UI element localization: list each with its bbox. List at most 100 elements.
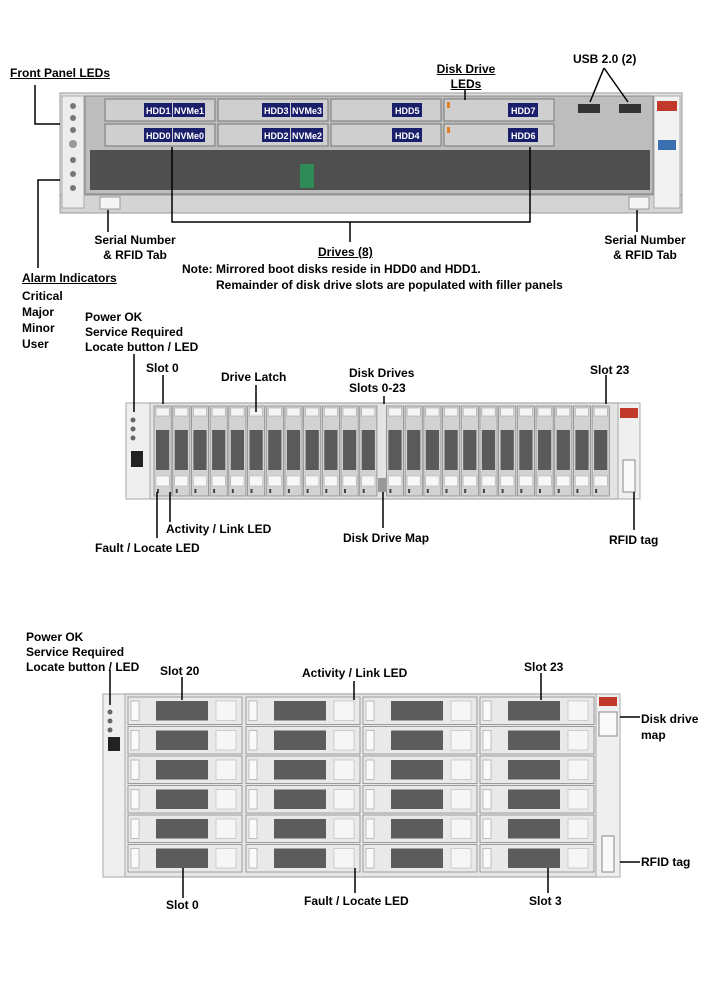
shelf24-slot23-label: Slot 23 bbox=[590, 363, 630, 377]
shelf4u-slot3-label: Slot 3 bbox=[529, 894, 562, 908]
shelf4u-tray-vent bbox=[156, 819, 208, 839]
shelf4u-tray-vent bbox=[391, 848, 443, 868]
plate-hdd3 bbox=[262, 103, 290, 117]
shelf24-carrier-led bbox=[464, 489, 467, 493]
drive-label-hdd4: HDD4 bbox=[395, 131, 420, 141]
shelf24-carrier-led bbox=[287, 489, 290, 493]
shelf4u-fault-label: Fault / Locate LED bbox=[304, 894, 409, 908]
shelf24-carrier-label bbox=[425, 475, 440, 487]
shelf4u-rows bbox=[127, 696, 595, 873]
shelf24-carrier-label bbox=[342, 475, 357, 487]
alarm-indicator-list: Critical Major Minor User bbox=[22, 288, 63, 352]
shelf4u-tray-label bbox=[215, 700, 237, 721]
sun-oracle-logo bbox=[657, 101, 677, 111]
shelf4u-tray-label bbox=[333, 789, 355, 810]
shelf24-carrier-vent bbox=[230, 430, 244, 470]
shelf24-carrier-label bbox=[462, 475, 477, 487]
serial-left-line2: & RFID Tab bbox=[103, 248, 167, 262]
shelf4u-tray-label bbox=[215, 818, 237, 839]
shelf24-carrier-label bbox=[230, 475, 245, 487]
shelf24-carrier-vent bbox=[286, 430, 301, 470]
shelf4u-tray-label bbox=[567, 848, 589, 869]
shelf24-carrier-led bbox=[520, 489, 523, 493]
shelf24-carrier-label bbox=[193, 475, 207, 487]
serial-left-label: Serial Number & RFID Tab bbox=[88, 233, 182, 263]
shelf24-carrier-latch bbox=[406, 407, 421, 417]
shelf24-oracle-logo bbox=[620, 408, 638, 418]
shelf24-carrier-label bbox=[444, 475, 458, 487]
shelf4u-tray-handle bbox=[248, 818, 258, 839]
shelf4u-tray-vent bbox=[156, 701, 208, 721]
shelf24-carrier-latch bbox=[211, 407, 226, 417]
shelf24-carrier-label bbox=[267, 475, 282, 487]
shelf24-carrier-vent bbox=[538, 430, 552, 470]
shelf24-carrier-led bbox=[389, 489, 392, 493]
shelf24-leader-lines bbox=[133, 354, 635, 538]
plate-hdd5 bbox=[392, 103, 422, 117]
shelf24-carrier-latch bbox=[286, 407, 301, 417]
server-leader-lines bbox=[34, 67, 638, 268]
drive-label-hdd7: HDD7 bbox=[511, 106, 536, 116]
alarm-indicators-title: Alarm Indicators bbox=[22, 271, 117, 285]
shelf24-carrier-latch bbox=[305, 407, 320, 417]
shelf24-carrier-vent bbox=[388, 430, 402, 470]
alarm-major: Major bbox=[22, 305, 55, 319]
shelf24-rfid-tag bbox=[622, 459, 636, 493]
shelf4u-tray-label bbox=[450, 848, 472, 869]
shelf24-led-power bbox=[130, 417, 136, 423]
led-minor bbox=[70, 127, 76, 133]
shelf4u-tray-handle bbox=[130, 700, 140, 721]
shelf4u-tray-label bbox=[567, 730, 589, 751]
shelf4u-tray-handle bbox=[365, 818, 375, 839]
shelf24-carrier-vent bbox=[305, 430, 319, 470]
shelf4u-activity-label: Activity / Link LED bbox=[302, 666, 408, 680]
shelf24-carrier-led bbox=[539, 489, 541, 493]
shelf4u-tray-handle bbox=[365, 848, 375, 869]
shelf24-carrier-vent bbox=[594, 430, 608, 470]
shelf24-carrier-label bbox=[305, 475, 320, 487]
note-line2: Remainder of disk drive slots are popula… bbox=[216, 278, 563, 292]
shelf24-carrier-led bbox=[157, 489, 159, 493]
shelf4u-tray-vent bbox=[274, 730, 326, 750]
drive-label-nvme0: NVMe0 bbox=[174, 131, 204, 141]
shelf24-carrier-label bbox=[519, 475, 533, 487]
shelf24-carrier-led bbox=[344, 489, 346, 493]
shelf4u-oracle-logo bbox=[599, 697, 617, 706]
shelf24-carrier-label bbox=[155, 475, 170, 487]
plate-hdd2 bbox=[262, 128, 290, 142]
shelf4u-tray-handle bbox=[365, 700, 375, 721]
shelf4u-slot23-label: Slot 23 bbox=[524, 660, 564, 674]
drives-label: Drives (8) bbox=[318, 245, 373, 259]
shelf4u-led-labels: Power OK Service Required Locate button … bbox=[26, 630, 139, 675]
plate-nvme2 bbox=[291, 128, 323, 142]
shelf24-carrier-label bbox=[286, 475, 301, 487]
shelf24-carrier-label bbox=[537, 475, 552, 487]
shelf4u-tray-handle bbox=[248, 700, 258, 721]
shelf24-carrier-vent bbox=[556, 430, 570, 470]
shelf24-carrier-led bbox=[175, 489, 178, 493]
shelf24-carrier-latch bbox=[342, 407, 357, 417]
shelf4u-tray-label bbox=[567, 700, 589, 721]
shelf24-disk-drives-label: Disk Drives Slots 0-23 bbox=[349, 366, 414, 396]
shelf24-carrier-label bbox=[388, 475, 402, 487]
shelf24-carrier-label bbox=[174, 475, 189, 487]
shelf4u-tray-vent bbox=[508, 819, 560, 839]
shelf4u-tray-vent bbox=[156, 730, 208, 750]
leader-alarm-indicators bbox=[37, 179, 60, 268]
shelf24-rfid-label: RFID tag bbox=[609, 533, 659, 547]
shelf4u-led-locate bbox=[107, 727, 113, 733]
shelf24-carrier-vent bbox=[361, 430, 375, 470]
shelf24-carrier-latch bbox=[575, 407, 589, 417]
drive-label-nvme2: NVMe2 bbox=[292, 131, 322, 141]
shelf24-carrier-latch bbox=[593, 407, 608, 417]
shelf24-carrier-vent bbox=[249, 430, 263, 470]
shelf4u-tray-vent bbox=[274, 760, 326, 780]
serial-right-line2: & RFID Tab bbox=[613, 248, 677, 262]
shelf4u-tray-label bbox=[450, 789, 472, 810]
shelf24-carrier-led bbox=[482, 489, 485, 493]
bay-hdd4 bbox=[330, 123, 442, 147]
shelf24-carrier-latch bbox=[193, 407, 207, 417]
leader-usb-2 bbox=[603, 67, 629, 103]
shelf4u-tray-vent bbox=[508, 789, 560, 809]
